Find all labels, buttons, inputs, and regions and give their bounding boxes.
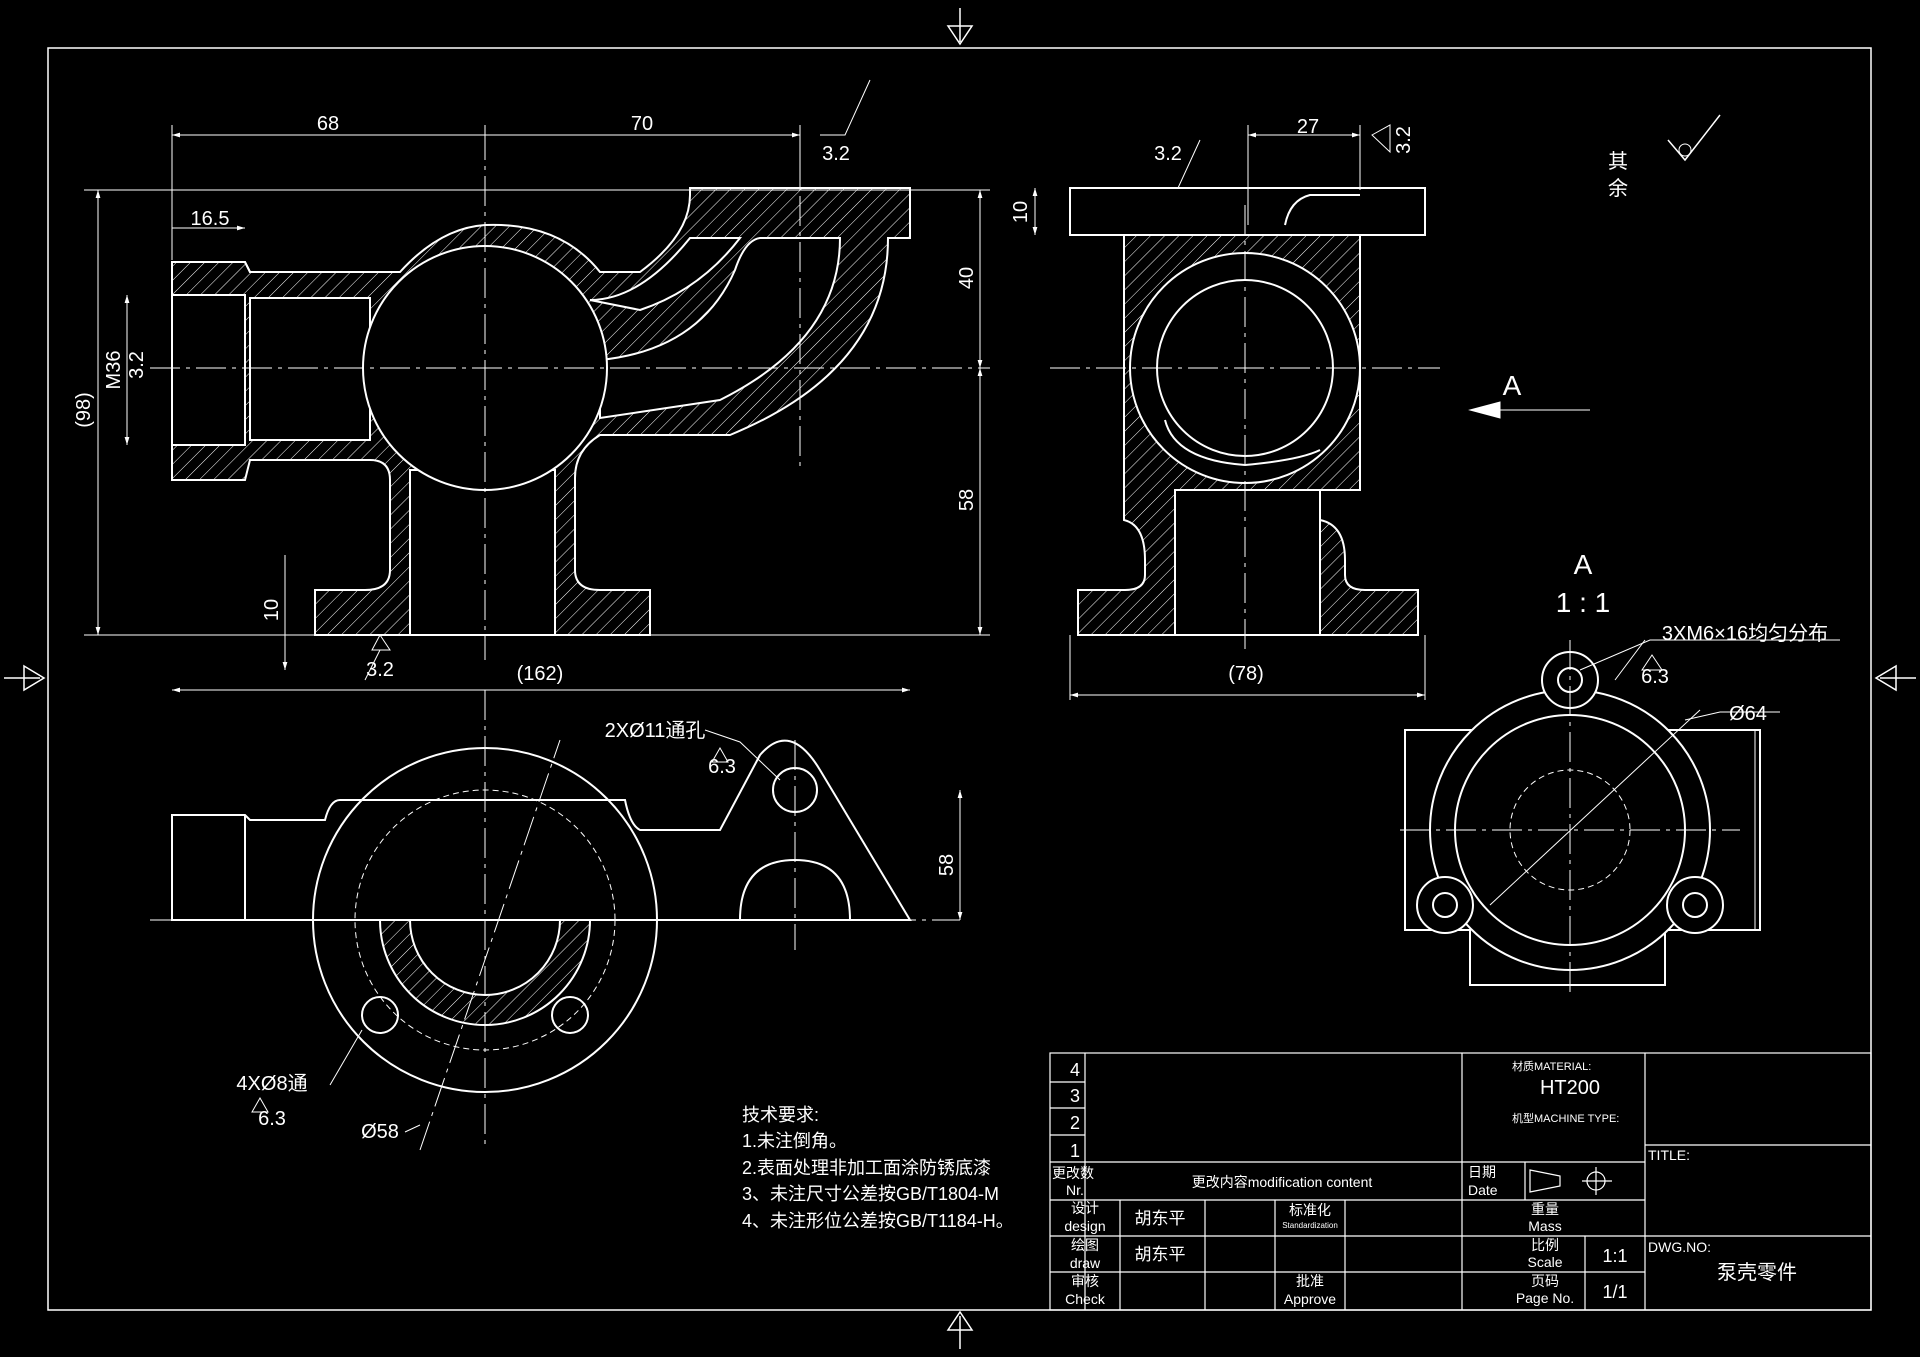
roughness-symbol [1667,114,1721,162]
surface-note-line2: 余 [1608,177,1628,200]
holes-4x8-roughness: 6.3 [258,1108,286,1130]
tech-item-4: 4、未注形位公差按GB/T1184-H。 [742,1211,1014,1231]
dia-58: Ø58 [361,1121,399,1143]
date-label-en: Date [1468,1182,1498,1198]
draw-label-en: draw [1070,1255,1101,1271]
roughness-base: 3.2 [366,659,394,681]
scale-value: 1:1 [1602,1246,1627,1266]
top-view [150,690,960,1151]
drawer-name: 胡东平 [1135,1245,1186,1264]
roughness-bore: 3.2 [126,351,148,379]
view-a-dimensions [1579,639,1840,930]
page-value: 1/1 [1602,1282,1627,1302]
top-view-labels: 2XØ11通孔 6.3 58 4XØ8通 6.3 Ø58 [236,719,958,1143]
standard-label: 标准化 [1289,1202,1331,1218]
date-label: 日期 [1468,1164,1496,1180]
top-bore-hatch [378,919,592,1026]
design-label-en: design [1064,1218,1105,1234]
tech-item-3: 3、未注尺寸公差按GB/T1804-M [742,1184,999,1204]
front-view-dimensions [95,79,983,693]
view-a [1400,640,1761,995]
front-view-dimension-labels: 68 70 16.5 3.2 (98) M36 3.2 40 58 10 3.2… [73,113,978,685]
view-a-thread-hole-left [1432,892,1458,918]
drawing-frame [4,8,1916,1349]
designer-name: 胡东平 [1135,1209,1186,1228]
side-dim-10: 10 [1010,201,1032,223]
side-roughness-top: 3.2 [1154,143,1182,165]
draw-label: 绘图 [1071,1237,1099,1253]
change-no-label: 更改数 [1052,1165,1094,1181]
rev-number-4: 4 [1070,1060,1080,1080]
side-view-dimensions [1032,124,1590,700]
roughness-top: 3.2 [822,143,850,165]
approve-label: 批准 [1296,1273,1324,1289]
front-view [84,130,990,660]
view-a-scale: 1 : 1 [1556,587,1610,618]
thread-roughness: 6.3 [1641,666,1669,688]
holes-2x11: 2XØ11通孔 [605,719,706,742]
machine-type-label: 机型MACHINE TYPE: [1512,1111,1619,1125]
side-view-labels: 3.2 27 3.2 10 (78) A [1010,116,1522,685]
scale-label-en: Scale [1527,1254,1562,1270]
side-view [1050,187,1440,650]
title-label: TITLE: [1648,1147,1690,1163]
holes-2x11-roughness: 6.3 [708,756,736,778]
dim-m36: M36 [103,351,125,390]
projection-symbol [1529,1169,1561,1193]
dim-10: 10 [261,599,283,621]
surface-note-line1: 其 [1608,150,1628,173]
thread-callout: 3XM6×16均匀分布 [1662,622,1828,645]
dim-16-5: 16.5 [191,208,230,230]
dim-78: (78) [1228,663,1264,685]
title-block [1049,1052,1872,1311]
dia-64: Ø64 [1729,703,1767,725]
view-a-title: A [1574,549,1593,580]
mass-label-en: Mass [1528,1218,1561,1234]
dwg-no-label: DWG.NO: [1648,1239,1711,1255]
section-view-label: A [1503,370,1522,401]
top-dim-58: 58 [936,854,958,876]
scale-label: 比例 [1531,1237,1559,1253]
dim-40: 40 [956,267,978,289]
rev-number-3: 3 [1070,1086,1080,1106]
rev-number-2: 2 [1070,1113,1080,1133]
view-a-thread-hole-right [1682,892,1708,918]
change-no-label-en: Nr. [1066,1182,1084,1198]
material-label: 材质MATERIAL: [1512,1059,1591,1073]
check-label: 审核 [1071,1273,1099,1289]
title-block-text: 4 3 2 1 材质MATERIAL: HT200 机型MACHINE TYPE… [1052,1059,1797,1307]
page-label-en: Page No. [1516,1290,1574,1306]
page-label: 页码 [1531,1273,1559,1289]
dim-70: 70 [631,113,653,135]
side-roughness-right: 3.2 [1393,126,1415,154]
view-a-labels: A 1 : 1 3XM6×16均匀分布 6.3 Ø64 [1556,549,1828,725]
approve-label-en: Approve [1284,1291,1336,1307]
tech-title: 技术要求: [742,1105,819,1125]
rev-number-1: 1 [1070,1141,1080,1161]
tech-item-1: 1.未注倒角。 [742,1131,847,1151]
dim-98: (98) [73,392,95,428]
dim-27: 27 [1297,116,1319,138]
change-content-label: 更改内容modification content [1192,1174,1373,1190]
technical-requirements: 技术要求: 1.未注倒角。 2.表面处理非加工面涂防锈底漆 3、未注尺寸公差按G… [742,1105,1014,1231]
material-value: HT200 [1540,1077,1600,1099]
top-view-dimensions [251,729,963,1133]
drawing-name: 泵壳零件 [1717,1261,1797,1284]
dim-58: 58 [956,489,978,511]
tech-item-2: 2.表面处理非加工面涂防锈底漆 [742,1158,991,1178]
surface-finish-note: 其 余 [1608,114,1721,200]
dim-68: 68 [317,113,339,135]
standard-label-en: Standardization [1282,1221,1338,1230]
design-label: 设计 [1071,1200,1099,1216]
holes-4x8: 4XØ8通 [236,1072,307,1095]
dim-162: (162) [517,663,564,685]
check-label-en: Check [1065,1291,1106,1307]
mass-label: 重量 [1531,1201,1559,1217]
